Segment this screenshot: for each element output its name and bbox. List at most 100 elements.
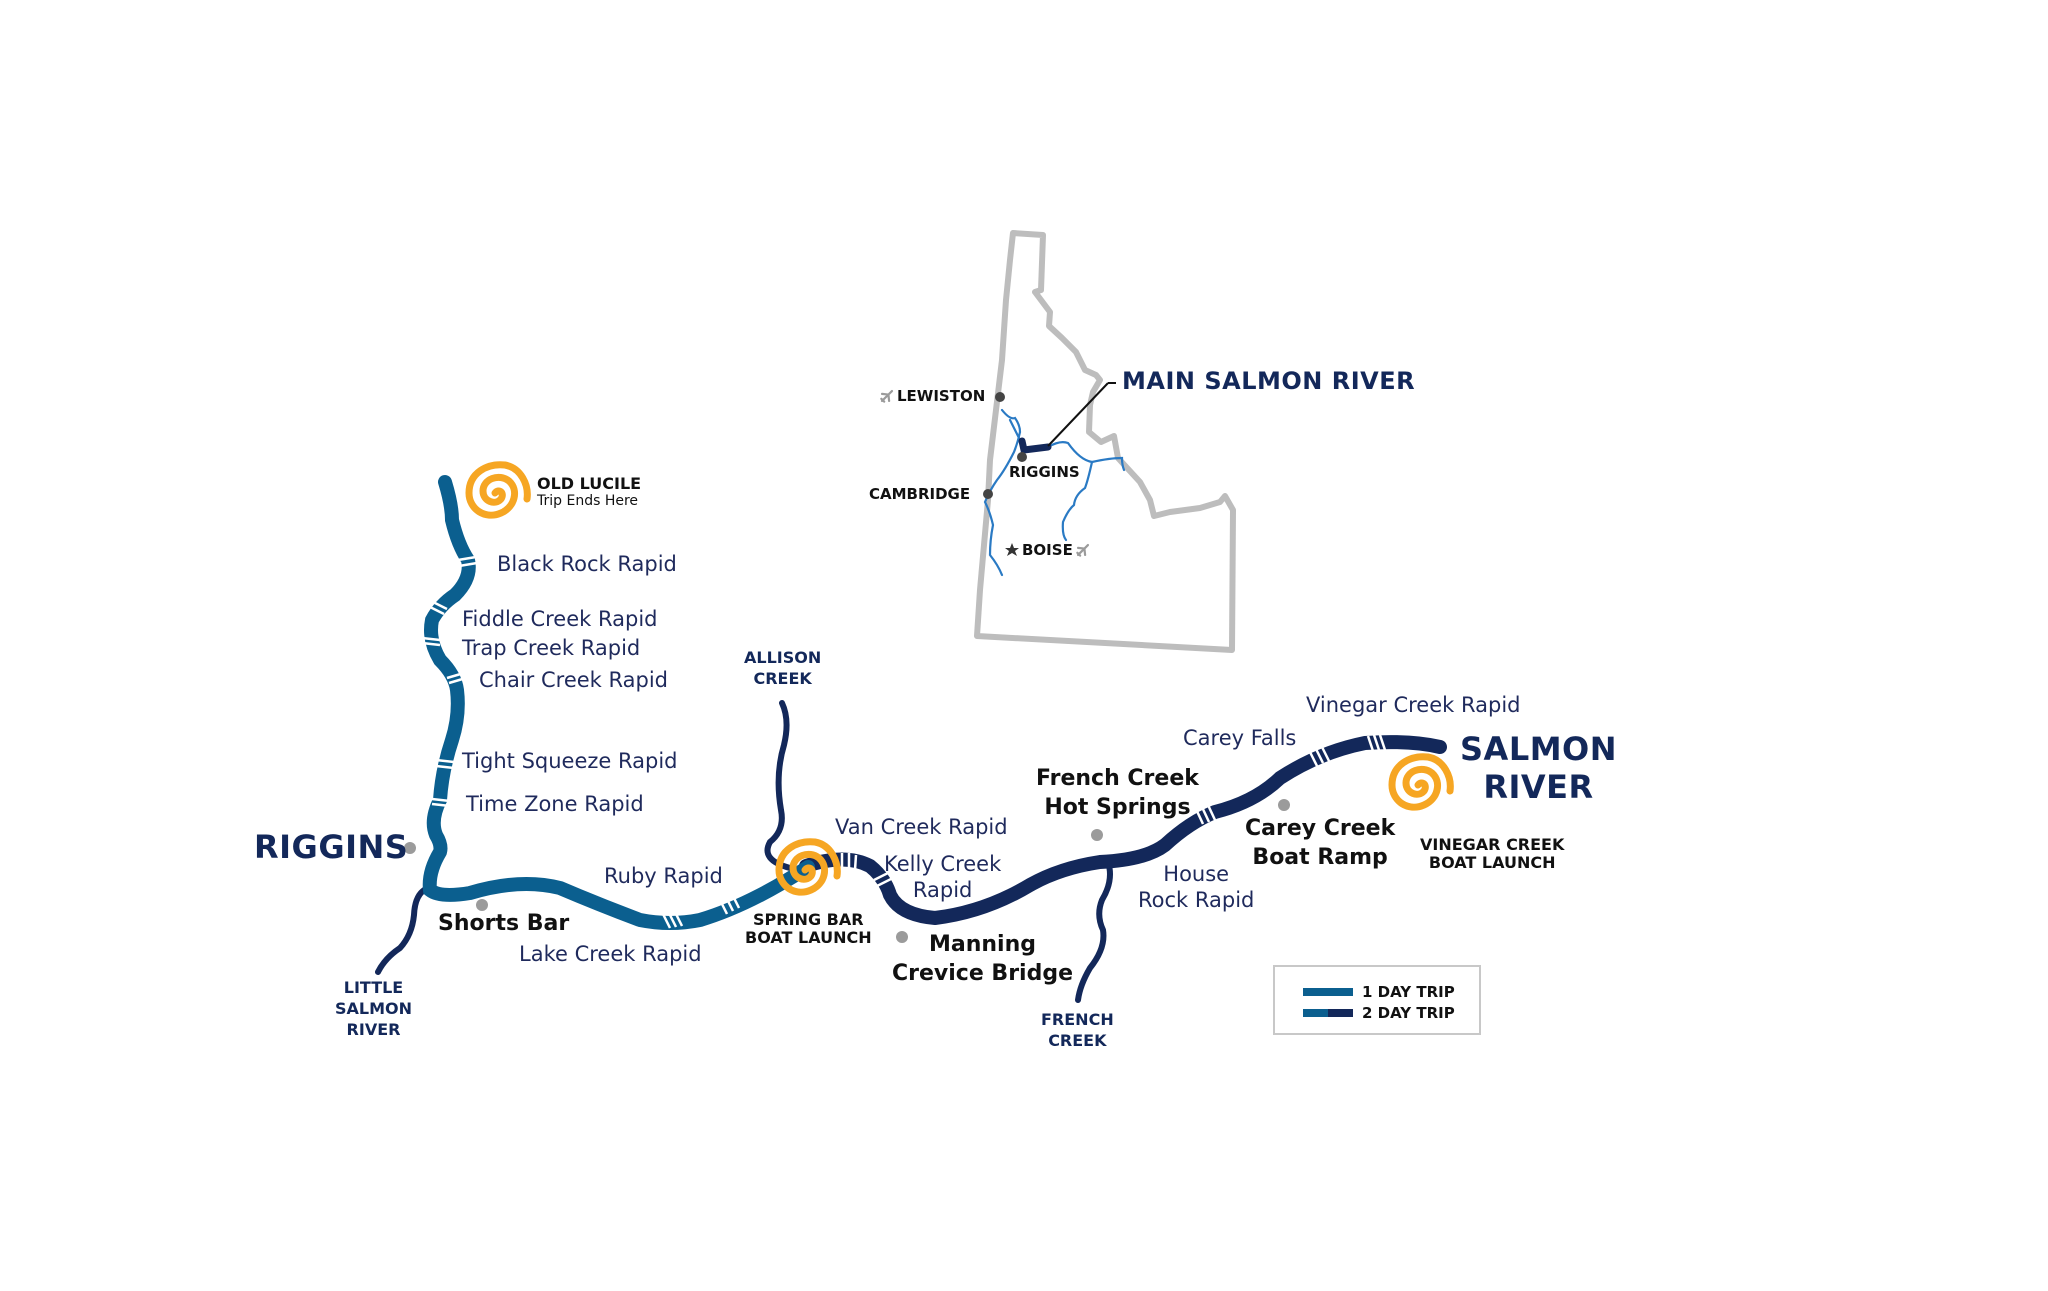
legend-swatch-2-day: [1303, 1009, 1353, 1017]
rapid-mark-tight-squeeze: [435, 758, 455, 770]
rapid-label-time-zone: Time Zone Rapid: [466, 792, 644, 816]
vinegar-launch-line1: VINEGAR CREEK: [1420, 835, 1565, 854]
shorts-bar-dot: [476, 899, 488, 911]
old-lucile-name: OLD LUCILE: [537, 474, 642, 493]
rapid-mark-house-rock: [1194, 804, 1217, 825]
idaho-state-outline: [974, 230, 1236, 653]
lewiston-dot: [995, 392, 1005, 402]
legend-item-1-day: 1 DAY TRIP: [1303, 983, 1455, 1001]
lewiston-label: LEWISTON: [897, 387, 986, 405]
boise-capital-star-icon: [1005, 543, 1019, 556]
spring-bar-line2: BOAT LAUNCH: [745, 928, 872, 948]
vinegar-creek-launch-label: VINEGAR CREEK BOAT LAUNCH: [1420, 835, 1565, 873]
rapid-mark-ruby: [718, 893, 741, 915]
rapid-label-vinegar-creek: Vinegar Creek Rapid: [1306, 693, 1521, 717]
spring-bar-spiral-icon: [775, 838, 841, 896]
legend-label-2-day: 2 DAY TRIP: [1362, 1004, 1455, 1022]
shorts-bar-label: Shorts Bar: [438, 911, 570, 936]
rapid-label-lake-creek: Lake Creek Rapid: [519, 942, 702, 966]
riggins-dot: [404, 842, 416, 854]
kelly-creek-line2: Rapid: [912, 878, 973, 903]
lewiston-airplane-icon: [880, 389, 894, 403]
inset-little-salmon: [1008, 418, 1022, 442]
rapid-mark-fiddle-creek: [427, 599, 448, 616]
manning-line2: Crevice Bridge: [892, 960, 1073, 986]
rapid-mark-van-creek: [840, 853, 858, 871]
house-rock-line1: House: [1163, 862, 1230, 886]
inset-main-salmon-highlight: [1018, 437, 1052, 454]
rapid-label-chair-creek: Chair Creek Rapid: [479, 668, 668, 692]
rapid-mark-black-rock: [457, 555, 478, 568]
french-creek-hot-springs-label: French Creek Hot Springs: [1036, 765, 1199, 822]
salmon-river-line2: RIVER: [1483, 768, 1594, 807]
salmon-river-line1: SALMON: [1460, 730, 1618, 768]
house-rock-line2: Rock Rapid: [1138, 888, 1255, 913]
rapid-label-house-rock: House Rock Rapid: [1138, 861, 1254, 914]
rapid-mark-time-zone: [431, 797, 451, 808]
legend-item-2-day: 2 DAY TRIP: [1303, 1004, 1455, 1022]
riggins-inset-dot: [1017, 452, 1027, 462]
riggins-inset-label: RIGGINS: [1009, 463, 1080, 481]
french-creek-line2: CREEK: [1048, 1030, 1107, 1050]
allison-creek-line: [764, 700, 793, 871]
inset-snake-river: [983, 408, 1022, 577]
french-creek-hot-springs-dot: [1091, 829, 1103, 841]
rapid-mark-lake-creek: [661, 911, 684, 929]
inset-salmon-south-fork: [1061, 460, 1094, 542]
allison-creek-label: ALLISON CREEK: [744, 648, 821, 690]
rapid-mark-chair-creek: [446, 671, 467, 685]
riggins-town-label: RIGGINS: [254, 828, 409, 866]
little-salmon-river-line: [375, 885, 431, 975]
vinegar-launch-line2: BOAT LAUNCH: [1428, 853, 1556, 873]
manning-crevice-dot: [896, 931, 908, 943]
carey-ramp-line1: Carey Creek: [1245, 816, 1396, 841]
kelly-creek-line1: Kelly Creek: [884, 852, 1002, 876]
boise-label: BOISE: [1022, 541, 1073, 559]
hot-springs-line2: Hot Springs: [1044, 794, 1191, 820]
inset-leader-line: [1047, 382, 1109, 447]
hot-springs-line1: French Creek: [1036, 766, 1199, 791]
rapid-label-trap-creek: Trap Creek Rapid: [462, 636, 641, 660]
rapid-mark-kelly-creek: [873, 870, 894, 888]
carey-ramp-line2: Boat Ramp: [1252, 844, 1388, 870]
cambridge-dot: [983, 489, 993, 499]
legend-label-1-day: 1 DAY TRIP: [1362, 983, 1455, 1001]
carey-creek-boat-ramp-label: Carey Creek Boat Ramp: [1245, 815, 1395, 872]
allison-line2: CREEK: [753, 668, 812, 688]
little-salmon-line3: RIVER: [346, 1019, 401, 1039]
rapid-mark-trap-creek: [421, 636, 441, 647]
old-lucile-subtitle: Trip Ends Here: [537, 493, 639, 510]
french-creek-line1: FRENCH: [1041, 1010, 1114, 1029]
rapid-label-carey-falls: Carey Falls: [1183, 726, 1297, 750]
little-salmon-line1: LITTLE: [343, 978, 404, 997]
carey-creek-dot: [1278, 799, 1290, 811]
manning-crevice-label: Manning Crevice Bridge: [892, 931, 1073, 988]
rapid-label-van-creek: Van Creek Rapid: [835, 815, 1008, 839]
manning-line1: Manning: [928, 932, 1036, 957]
little-salmon-line2: SALMON: [335, 998, 413, 1018]
rapid-label-kelly-creek: Kelly Creek Rapid: [884, 851, 1001, 904]
old-lucile-spiral-icon: [465, 461, 531, 519]
rapid-label-black-rock: Black Rock Rapid: [497, 552, 677, 576]
legend: 1 DAY TRIP 2 DAY TRIP: [1273, 965, 1481, 1035]
rapid-label-fiddle-creek: Fiddle Creek Rapid: [462, 607, 658, 631]
french-creek-line: [1075, 859, 1113, 1003]
little-salmon-river-label: LITTLE SALMON RIVER: [335, 978, 412, 1040]
spring-bar-label: SPRING BAR BOAT LAUNCH: [745, 910, 872, 948]
salmon-river-title: SALMON RIVER: [1460, 730, 1617, 807]
rapid-label-tight-squeeze: Tight Squeeze Rapid: [462, 749, 678, 773]
boise-airplane-icon: [1076, 543, 1090, 557]
rapid-mark-vinegar-creek: [1366, 734, 1387, 752]
allison-line1: ALLISON: [744, 648, 822, 667]
spring-bar-line1: SPRING BAR: [753, 910, 864, 929]
legend-swatch-1-day: [1303, 988, 1353, 996]
rapid-mark-carey-falls: [1308, 746, 1331, 767]
river-2day-segment: [799, 735, 1447, 926]
french-creek-label: FRENCH CREEK: [1041, 1010, 1114, 1052]
rapid-label-ruby: Ruby Rapid: [604, 864, 723, 888]
cambridge-label: CAMBRIDGE: [869, 485, 971, 503]
vinegar-creek-spiral-icon: [1388, 753, 1454, 811]
river-1day-segment: [422, 475, 815, 930]
old-lucile-label: OLD LUCILE Trip Ends Here: [537, 474, 642, 510]
